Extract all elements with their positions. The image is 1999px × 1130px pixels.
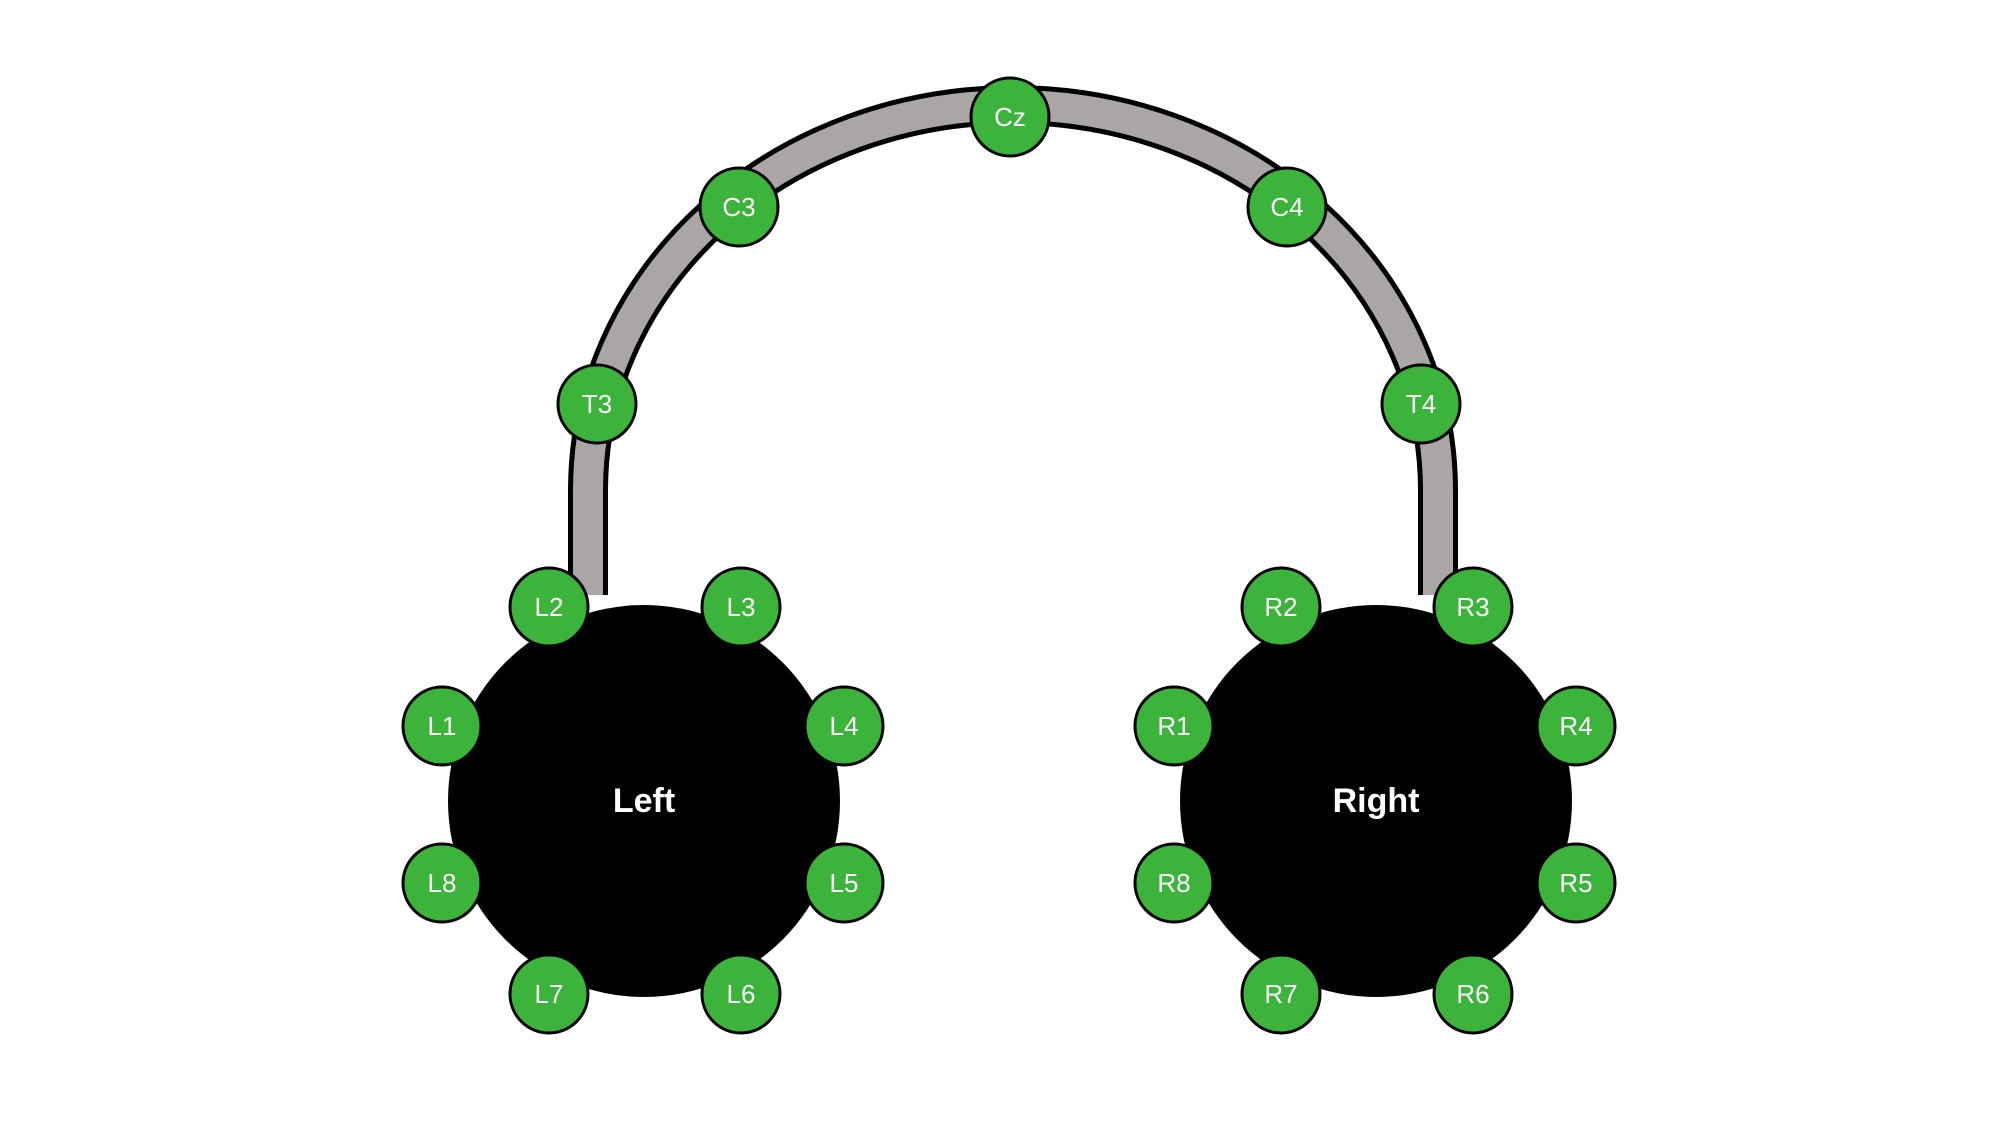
electrode-c3-dot (698, 166, 780, 248)
electrode-l3-dot (700, 566, 782, 648)
electrode-r1-dot (1133, 685, 1215, 767)
left-cup-label: Left (613, 782, 675, 820)
electrode-r1: R1 (1133, 685, 1215, 767)
electrode-l6-label: L6 (727, 979, 756, 1009)
electrode-l5-label: L5 (830, 868, 859, 898)
electrode-t3: T3 (556, 363, 638, 445)
electrode-l1: L1 (401, 685, 483, 767)
electrode-l6: L6 (700, 953, 782, 1035)
electrode-l6-dot (700, 953, 782, 1035)
electrode-r7: R7 (1240, 953, 1322, 1035)
electrode-r3-label: R3 (1456, 592, 1489, 622)
electrode-c4-dot (1246, 166, 1328, 248)
electrode-r6-label: R6 (1456, 979, 1489, 1009)
electrode-r2: R2 (1240, 566, 1322, 648)
electrode-r2-label: R2 (1264, 592, 1297, 622)
electrode-r1-label: R1 (1157, 711, 1190, 741)
electrode-cz-label: Cz (994, 102, 1026, 132)
electrode-r5-label: R5 (1559, 868, 1592, 898)
electrode-c4: C4 (1246, 166, 1328, 248)
electrode-l7-dot (508, 953, 590, 1035)
electrode-l1-dot (401, 685, 483, 767)
electrode-c4-label: C4 (1270, 192, 1303, 222)
electrode-l3: L3 (700, 566, 782, 648)
electrode-l2-dot (508, 566, 590, 648)
electrode-l2-label: L2 (535, 592, 564, 622)
electrode-l8-label: L8 (428, 868, 457, 898)
right-ear-cup: Right (1180, 605, 1572, 997)
electrode-l4: L4 (803, 685, 885, 767)
electrode-l1-label: L1 (428, 711, 457, 741)
electrode-l5-dot (803, 842, 885, 924)
electrode-r6: R6 (1432, 953, 1514, 1035)
electrode-r6-dot (1432, 953, 1514, 1035)
electrode-cz: Cz (969, 76, 1051, 158)
right-cup-circle (1180, 605, 1572, 997)
electrode-l8: L8 (401, 842, 483, 924)
electrode-l7: L7 (508, 953, 590, 1035)
electrode-r5-dot (1535, 842, 1617, 924)
electrode-r3: R3 (1432, 566, 1514, 648)
electrode-t3-dot (556, 363, 638, 445)
electrode-l8-dot (401, 842, 483, 924)
electrode-r7-label: R7 (1264, 979, 1297, 1009)
electrode-r4: R4 (1535, 685, 1617, 767)
right-cup-label: Right (1333, 782, 1420, 820)
electrode-t3-label: T3 (582, 389, 612, 419)
left-ear-cup: Left (448, 605, 840, 997)
electrode-c3-label: C3 (722, 192, 755, 222)
electrode-c3: C3 (698, 166, 780, 248)
electrode-t4: T4 (1380, 363, 1462, 445)
electrode-l5: L5 (803, 842, 885, 924)
electrode-r5: R5 (1535, 842, 1617, 924)
electrode-l4-label: L4 (830, 711, 859, 741)
electrode-r4-dot (1535, 685, 1617, 767)
electrode-t4-label: T4 (1406, 389, 1436, 419)
electrode-r8: R8 (1133, 842, 1215, 924)
left-cup-circle (448, 605, 840, 997)
electrode-l3-label: L3 (727, 592, 756, 622)
electrode-r2-dot (1240, 566, 1322, 648)
electrode-r8-dot (1133, 842, 1215, 924)
electrode-r4-label: R4 (1559, 711, 1592, 741)
electrode-r8-label: R8 (1157, 868, 1190, 898)
electrode-cz-dot (969, 76, 1051, 158)
electrode-l4-dot (803, 685, 885, 767)
electrode-r3-dot (1432, 566, 1514, 648)
electrode-t4-dot (1380, 363, 1462, 445)
electrode-l7-label: L7 (535, 979, 564, 1009)
electrode-r7-dot (1240, 953, 1322, 1035)
electrode-l2: L2 (508, 566, 590, 648)
